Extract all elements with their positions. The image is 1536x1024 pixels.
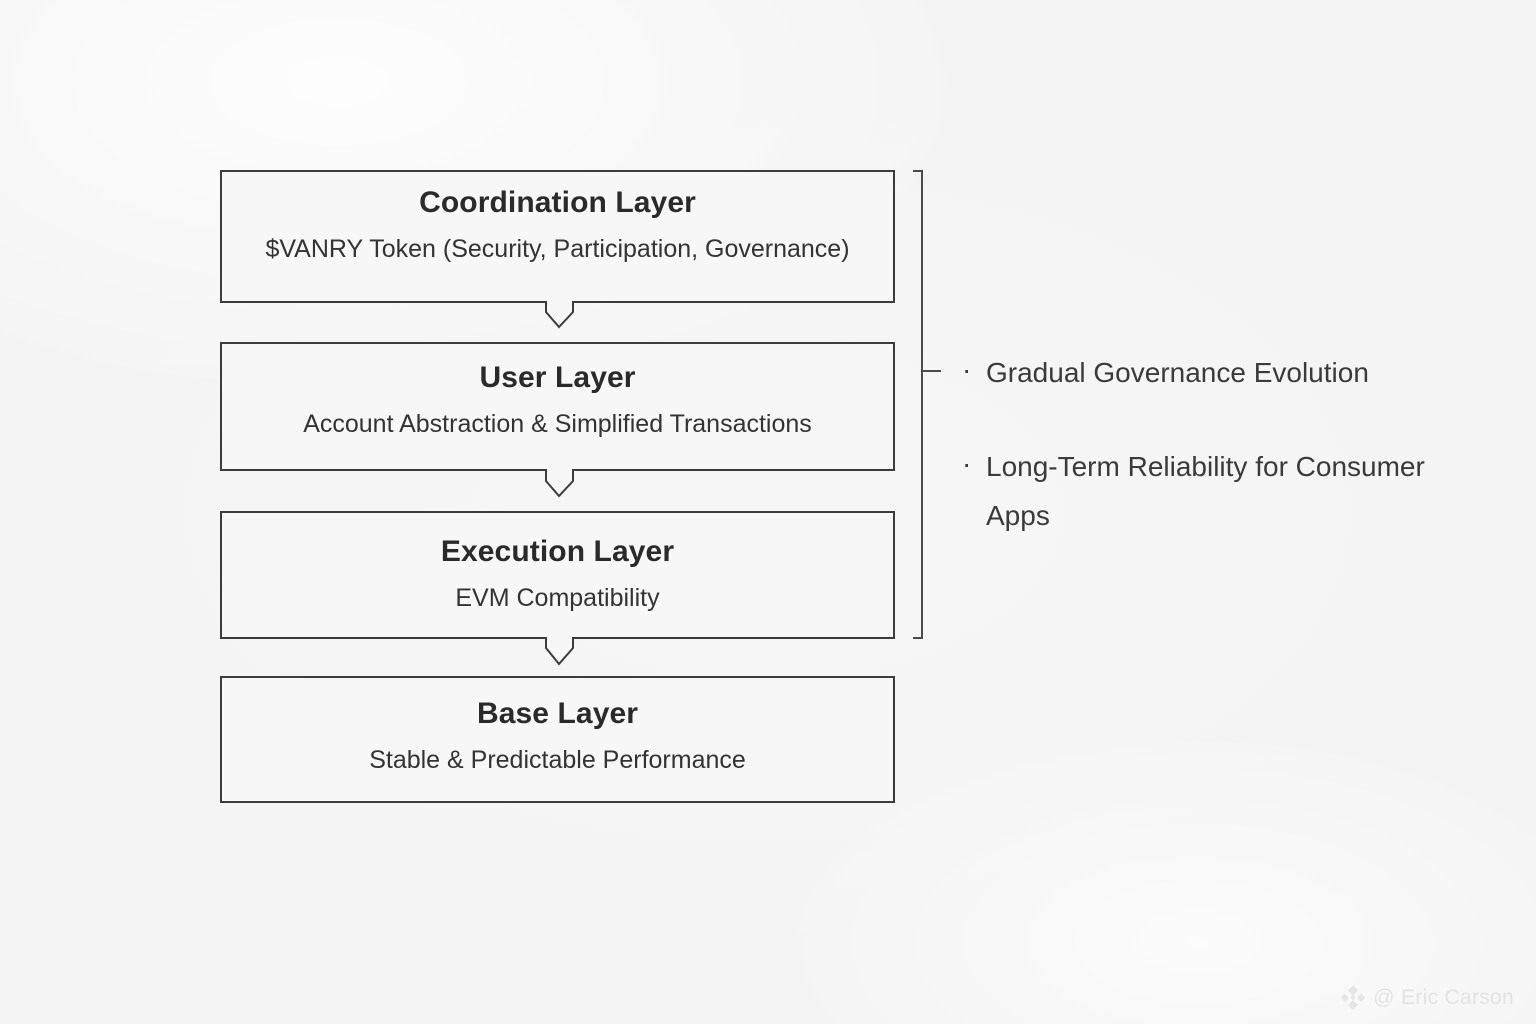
notes-list: · Gradual Governance Evolution · Long-Te… <box>962 348 1482 585</box>
layer-title-base: Base Layer <box>476 697 639 730</box>
bullet-point-icon: · <box>962 448 972 479</box>
layer-text-coordination: Coordination Layer $VANRY Token (Securit… <box>221 186 894 264</box>
bullet-point-icon: · <box>962 354 972 385</box>
watermark-handle: @ Eric Carson <box>1373 985 1514 1009</box>
layer-subtitle-execution: EVM Compatibility <box>455 584 660 612</box>
layer-text-base: Base Layer Stable & Predictable Performa… <box>221 697 894 775</box>
grouping-bracket <box>913 170 923 639</box>
layer-text-execution: Execution Layer EVM Compatibility <box>221 535 894 613</box>
note-text: Long-Term Reliability for Consumer Apps <box>986 451 1425 531</box>
layer-title-execution: Execution Layer <box>440 535 675 568</box>
layer-text-user: User Layer Account Abstraction & Simplif… <box>221 361 894 439</box>
diamond-cluster-logo-icon <box>1340 984 1366 1010</box>
layer-subtitle-coordination: $VANRY Token (Security, Participation, G… <box>265 235 850 263</box>
note-item: · Gradual Governance Evolution <box>962 348 1482 397</box>
watermark: @ Eric Carson <box>1340 984 1514 1010</box>
layer-title-user: User Layer <box>479 361 636 394</box>
layer-subtitle-base: Stable & Predictable Performance <box>369 746 746 774</box>
layer-subtitle-user: Account Abstraction & Simplified Transac… <box>303 410 812 438</box>
note-text: Gradual Governance Evolution <box>986 357 1369 388</box>
layer-title-coordination: Coordination Layer <box>419 186 696 219</box>
note-item: · Long-Term Reliability for Consumer App… <box>962 442 1482 540</box>
